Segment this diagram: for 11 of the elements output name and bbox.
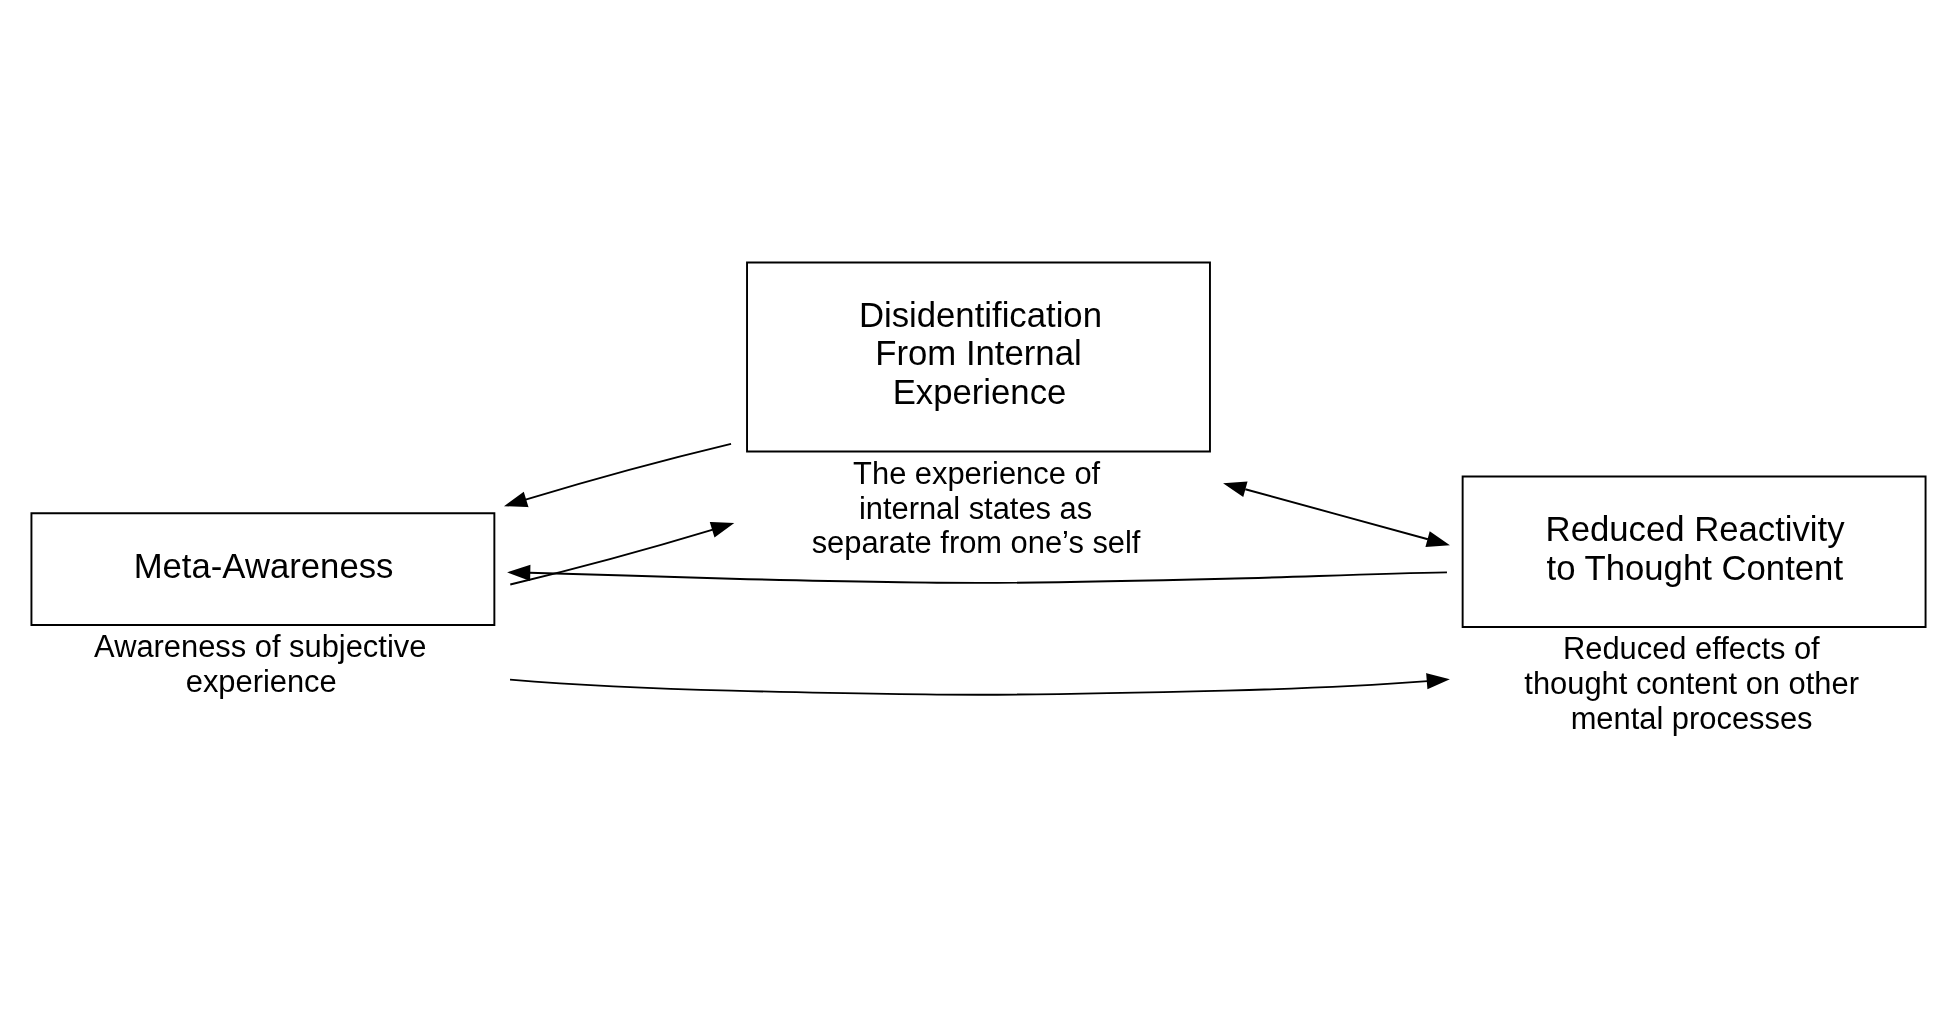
arrow [509,673,1450,696]
arrow [509,522,735,586]
node-box: Reduced Reactivity to Thought Content [1461,475,1927,628]
node-box: Disidentification From Internal Experience [746,261,1211,453]
arrow [504,442,732,508]
arrow [507,564,1448,584]
node-box: Meta-Awareness [30,512,496,626]
node-label: Reduced effects of thought content on other mental processes [1524,631,1859,736]
node-label: Awareness of subjective experience [94,629,427,700]
arrow [1223,481,1450,547]
node-label: The experience of internal states as separate from one’s self [811,455,1141,561]
